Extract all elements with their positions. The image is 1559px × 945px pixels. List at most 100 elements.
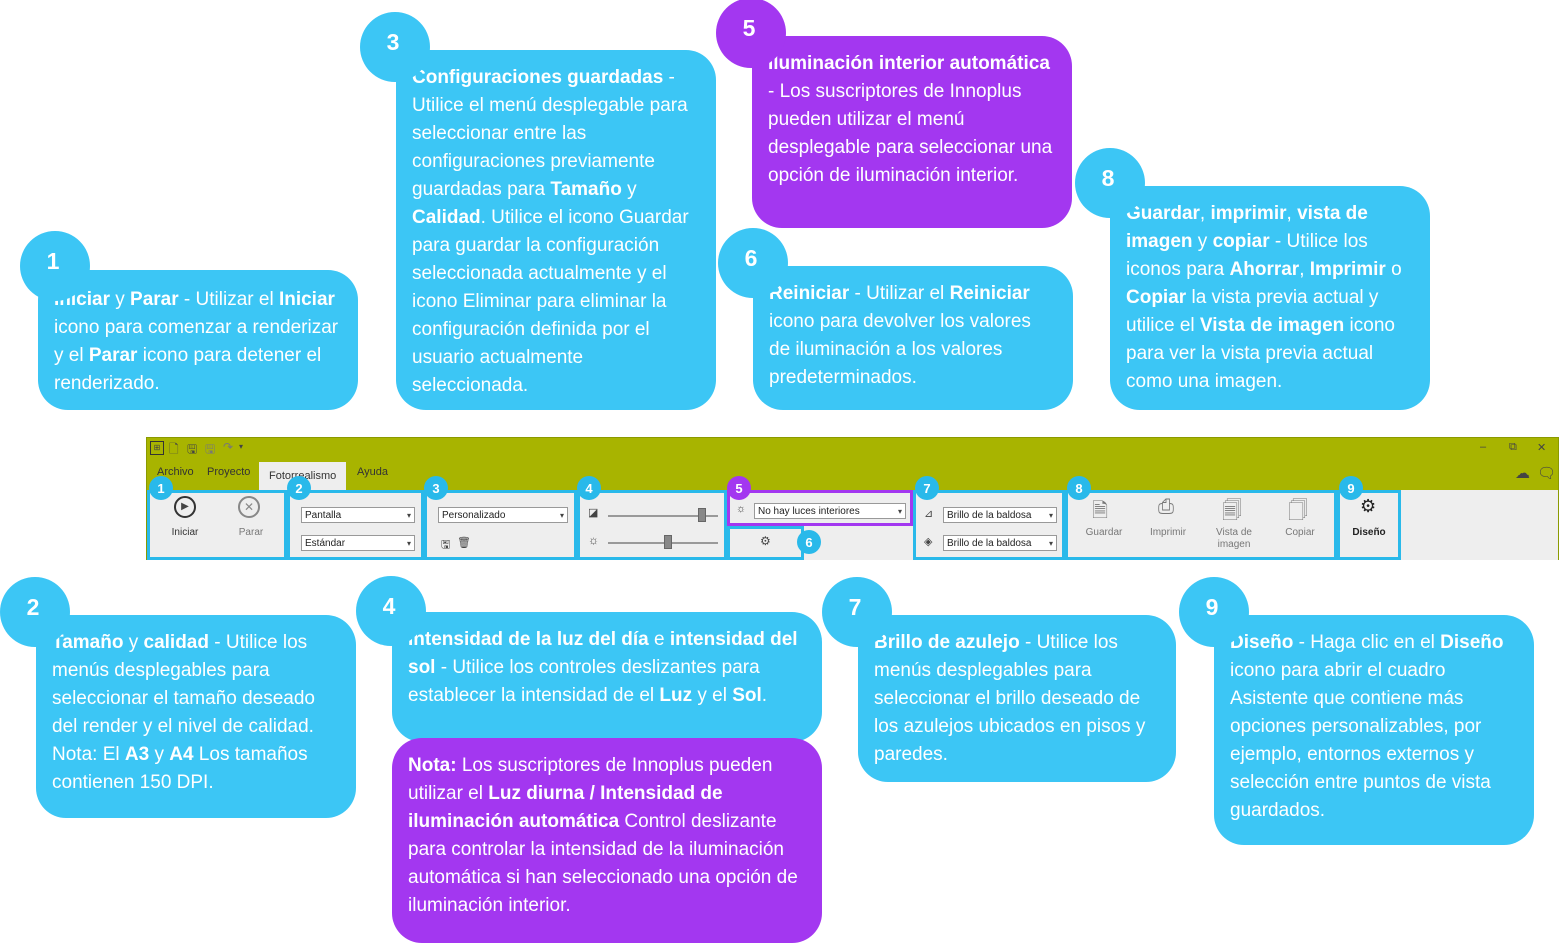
image-view-label-1: Vista de bbox=[1216, 527, 1252, 538]
callout-text: y bbox=[621, 179, 637, 200]
callout-text: Iniciar bbox=[278, 289, 335, 310]
callout-text: Intensidad de la luz del día bbox=[408, 629, 649, 650]
restore-button[interactable]: ⧉ bbox=[1509, 441, 1517, 453]
callout-text: Diseño bbox=[1440, 632, 1504, 653]
tile-floor-select[interactable]: Brillo de la baldosa▾ bbox=[943, 507, 1057, 523]
cloud-icon[interactable]: ☁ bbox=[1515, 465, 1530, 482]
redo-icon[interactable]: ↷ bbox=[223, 440, 234, 454]
chevron-down-icon: ▾ bbox=[1048, 511, 1053, 520]
stop-button[interactable]: Parar bbox=[238, 527, 264, 538]
tab-proyecto[interactable]: Proyecto bbox=[207, 466, 251, 478]
callout-intensity-note: Nota: Los suscriptores de Innoplus puede… bbox=[392, 738, 822, 943]
callout-text: Sol bbox=[732, 685, 762, 706]
callout-text: y bbox=[109, 289, 131, 310]
print-icon: ⎙ bbox=[1158, 496, 1174, 518]
group-badge-9: 9 bbox=[1339, 476, 1363, 500]
callout-text: , bbox=[1299, 259, 1310, 280]
save-as-icon[interactable]: 🖫 bbox=[205, 442, 216, 456]
floor-tile-icon: ⊿ bbox=[924, 508, 934, 520]
group-badge-5: 5 bbox=[727, 476, 751, 500]
quick-access-dropdown-icon[interactable]: ▾ bbox=[239, 442, 244, 451]
title-bar: ⊞ 🗋 🖫 🖫 ↷ ▾ – ⧉ ✕ bbox=[147, 438, 1558, 460]
callout-text: Iluminación interior automática bbox=[768, 53, 1050, 74]
reset-icon[interactable]: ⚙ bbox=[760, 534, 771, 548]
quality-value: Estándar bbox=[305, 538, 346, 549]
tile-wall-select[interactable]: Brillo de la baldosa▾ bbox=[943, 535, 1057, 551]
save-preset-icon[interactable]: 🖫 bbox=[441, 539, 451, 551]
callout-text: copiar bbox=[1212, 231, 1270, 252]
group-badge-8: 8 bbox=[1067, 476, 1091, 500]
callout-text: y bbox=[1192, 231, 1213, 252]
daylight-icon: ◪ bbox=[588, 507, 599, 519]
copy-button[interactable]: Copiar bbox=[1285, 527, 1315, 538]
callout-text: . Utilice el icono Guardar para guardar … bbox=[412, 207, 689, 396]
daylight-slider[interactable] bbox=[697, 508, 706, 522]
callout-text: , bbox=[1199, 203, 1211, 224]
callout-text: Reiniciar bbox=[769, 283, 850, 304]
callout-text: - Utilice los controles deslizantes para… bbox=[408, 657, 760, 706]
callout-text: Ahorrar bbox=[1229, 259, 1300, 280]
minimize-button[interactable]: – bbox=[1480, 441, 1487, 453]
app-window: ⊞ 🗋 🖫 🖫 ↷ ▾ – ⧉ ✕ Archivo Proyecto Fotor… bbox=[146, 437, 1559, 560]
sun-icon: ☼ bbox=[588, 533, 599, 547]
play-icon: ▶ bbox=[174, 496, 196, 518]
sun-slider-track bbox=[608, 542, 718, 544]
new-file-icon[interactable]: 🗋 bbox=[169, 442, 179, 456]
chat-icon[interactable]: 🗨 bbox=[1537, 465, 1557, 482]
callout-text: - Utilice los menús desplegables para se… bbox=[874, 632, 1146, 765]
callout-text: icono para comenzar a renderizar y el bbox=[54, 317, 339, 366]
callout-saved-settings: Configuraciones guardadas - Utilice el m… bbox=[396, 50, 716, 410]
image-view-icon: 🗐 bbox=[1222, 500, 1242, 522]
callout-text: , bbox=[1286, 203, 1298, 224]
group-render: ▶ Iniciar ✕ Parar bbox=[147, 490, 287, 560]
callout-text: Copiar bbox=[1126, 287, 1187, 308]
design-settings-icon: ⚙ bbox=[1360, 496, 1377, 516]
close-button[interactable]: ✕ bbox=[1537, 442, 1547, 454]
callout-text: intensidad del sol bbox=[408, 629, 798, 678]
delete-preset-icon[interactable]: 🗑 bbox=[457, 537, 471, 549]
quality-select[interactable]: Estándar ▾ bbox=[301, 535, 415, 551]
callout-text: vista de imagen bbox=[1126, 203, 1368, 252]
callout-text: - Los suscriptores de Innoplus pueden ut… bbox=[768, 81, 1053, 186]
callout-text: icono para devolver los valores de ilumi… bbox=[769, 311, 1031, 388]
callout-text: o bbox=[1385, 259, 1402, 280]
size-select[interactable]: Pantalla▾ bbox=[301, 507, 415, 523]
callout-text: - Utilizar el bbox=[849, 283, 950, 304]
callout-badge-7: 7 bbox=[822, 577, 892, 647]
group-intensity: ◪ ☼ bbox=[577, 490, 727, 560]
save-button[interactable]: Guardar bbox=[1085, 527, 1123, 538]
callout-text: icono para detener el renderizado. bbox=[54, 345, 322, 394]
callout-text: Luz bbox=[659, 685, 693, 706]
ribbon: ▶ Iniciar ✕ Parar Pantalla▾ Estándar ▾ Pe… bbox=[147, 490, 1558, 560]
preset-select[interactable]: Personalizado▾ bbox=[438, 507, 568, 523]
callout-intensity: Intensidad de la luz del día e intensida… bbox=[392, 612, 822, 742]
save-icon[interactable]: 🖫 bbox=[187, 442, 198, 456]
interior-lighting-value: No hay luces interiores bbox=[758, 506, 860, 517]
callout-text: Configuraciones guardadas bbox=[412, 67, 664, 88]
design-button[interactable]: Diseño bbox=[1352, 527, 1386, 538]
sun-slider[interactable] bbox=[664, 535, 673, 549]
callout-start-stop: Iniciar y Parar - Utilizar el Iniciar ic… bbox=[38, 270, 358, 410]
chevron-down-icon: ▾ bbox=[406, 511, 411, 520]
callout-text: - Utilice el menú desplegable para selec… bbox=[412, 67, 688, 200]
print-button[interactable]: Imprimir bbox=[1149, 527, 1187, 538]
callout-badge-9: 9 bbox=[1179, 577, 1249, 647]
group-tile-brightness: ⊿ Brillo de la baldosa▾ ◈ Brillo de la b… bbox=[913, 490, 1065, 560]
callout-text: icono para abrir el cuadro Asistente que… bbox=[1230, 660, 1491, 821]
callout-text: - Haga clic en el bbox=[1293, 632, 1441, 653]
callout-tile-brightness: Brillo de azulejo - Utilice los menús de… bbox=[858, 615, 1176, 782]
start-button[interactable]: Iniciar bbox=[171, 527, 199, 538]
tab-archivo[interactable]: Archivo bbox=[157, 466, 194, 478]
chevron-down-icon: ▾ bbox=[406, 539, 411, 548]
group-interior-lighting: ☼ No hay luces interiores▾ bbox=[727, 490, 913, 526]
callout-badge-2: 2 bbox=[0, 577, 70, 647]
save-image-icon: 🗎 bbox=[1092, 500, 1109, 522]
callout-text: . bbox=[761, 685, 768, 706]
callout-badge-8: 8 bbox=[1075, 148, 1145, 218]
tab-ayuda[interactable]: Ayuda bbox=[357, 466, 388, 478]
chevron-down-icon: ▾ bbox=[897, 507, 902, 516]
interior-lighting-select[interactable]: No hay luces interiores ▾ bbox=[754, 503, 906, 519]
callout-text: Nota: bbox=[408, 755, 457, 776]
